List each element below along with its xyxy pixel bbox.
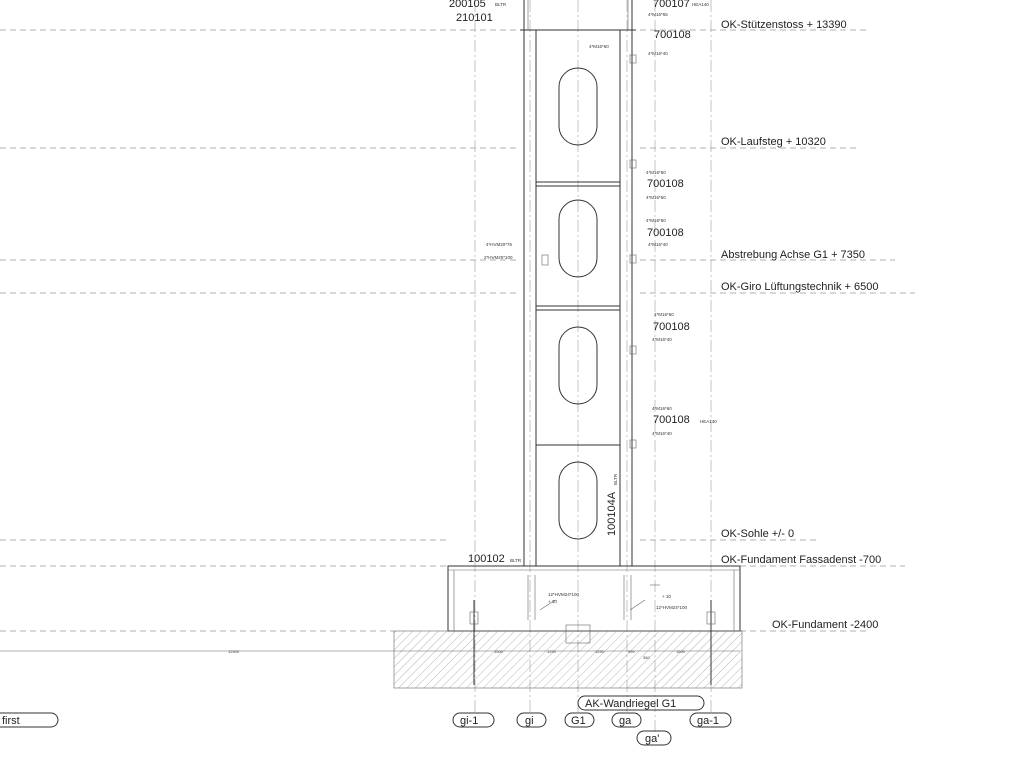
axis-ga: ga: [619, 715, 632, 727]
level-label: OK-Fundament Fassadenst -700: [721, 554, 881, 566]
steel-column: [520, 0, 637, 566]
column-mark: 100104A: [606, 491, 618, 536]
svg-text:HEA140: HEA140: [700, 419, 717, 424]
axis-gi-1: gi-1: [460, 715, 478, 727]
grid-axes: [474, 0, 712, 733]
svg-text:12*HVM24*100: 12*HVM24*100: [548, 592, 580, 597]
dim-1250-a: 1250: [547, 649, 557, 654]
dim-1250-b: 1250: [595, 649, 605, 654]
part-number: 200105: [449, 0, 486, 10]
level-label: OK-Stützenstoss + 13390: [721, 19, 847, 31]
part-number: 700108: [647, 227, 684, 239]
part-number: 700108: [654, 29, 691, 41]
dim-1500-a: 1500: [494, 649, 504, 654]
part-number: 700108: [647, 178, 684, 190]
svg-text:+ 10: + 10: [662, 594, 671, 599]
svg-text:4*M16*60: 4*M16*60: [589, 44, 609, 49]
part-number: 700107: [653, 0, 690, 10]
svg-text:4*M16*40: 4*M16*40: [652, 431, 672, 436]
svg-text:4*HVM20*75: 4*HVM20*75: [486, 242, 513, 247]
axis-left-partial: first: [2, 715, 20, 727]
svg-text:BLTR: BLTR: [613, 473, 618, 485]
svg-text:4*M16*60: 4*M16*60: [652, 406, 672, 411]
svg-text:4*M16*40: 4*M16*40: [652, 337, 672, 342]
dim-12500: 12500: [228, 649, 240, 654]
axis-labels: AK-Wandriegel G1 first gi-1 gi G1 ga ga-…: [0, 695, 732, 746]
bolt-annotations: BLTR HEA140 4*M16*55 4*M16*60 4*M16*40 4…: [484, 2, 717, 610]
svg-text:BLTR: BLTR: [495, 2, 507, 7]
axis-ga-prime: ga': [645, 733, 659, 745]
svg-text:4*M16*40: 4*M16*40: [648, 51, 668, 56]
level-label: OK-Sohle +/- 0: [721, 528, 794, 540]
level-label: Abstrebung Achse G1 + 7350: [721, 249, 865, 261]
ak-wandriegel-label: AK-Wandriegel G1: [585, 698, 676, 710]
dim-360: 360: [643, 655, 650, 660]
axis-gi: gi: [525, 715, 534, 727]
svg-text:4*M16*50: 4*M16*50: [646, 195, 666, 200]
svg-text:4*M16*60: 4*M16*60: [646, 218, 666, 223]
dimension-chain: 12500 1500 1250 1250 390 360 1500: [0, 649, 740, 660]
svg-text:HEA140: HEA140: [692, 2, 709, 7]
svg-text:4*M16*55: 4*M16*55: [648, 12, 668, 17]
level-label: OK-Fundament -2400: [772, 619, 878, 631]
foundation: [393, 565, 743, 689]
part-number: 210101: [456, 12, 493, 24]
axis-g1: G1: [571, 715, 586, 727]
dim-1500-b: 1500: [676, 649, 686, 654]
svg-text:+ 10: + 10: [548, 599, 557, 604]
dim-390: 390: [628, 649, 635, 654]
axis-ga-1: ga-1: [697, 715, 719, 727]
level-labels: OK-Stützenstoss + 13390 OK-Laufsteg + 10…: [721, 19, 881, 631]
part-numbers: 200105 210101 700107 700108 700108 70010…: [449, 0, 691, 565]
svg-text:4*M16*60: 4*M16*60: [654, 312, 674, 317]
level-label: OK-Giro Lüftungstechnik + 6500: [721, 281, 878, 293]
svg-text:2*HVM20*100: 2*HVM20*100: [484, 255, 513, 260]
svg-text:12*HVM24*100: 12*HVM24*100: [656, 605, 688, 610]
part-number: 700108: [653, 321, 690, 333]
svg-text:4*M16*40: 4*M16*40: [648, 242, 668, 247]
part-number: 700108: [653, 414, 690, 426]
level-lines: [0, 29, 915, 632]
svg-text:4*M16*60: 4*M16*60: [646, 170, 666, 175]
part-number: 100102: [468, 553, 505, 565]
level-label: OK-Laufsteg + 10320: [721, 136, 826, 148]
svg-text:BLTR: BLTR: [510, 558, 522, 563]
